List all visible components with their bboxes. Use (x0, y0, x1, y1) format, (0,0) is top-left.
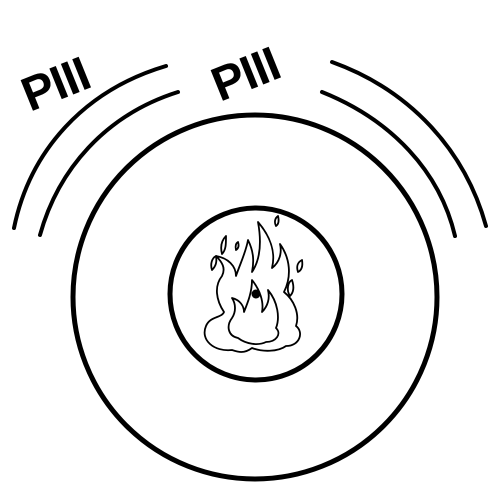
flame-lick-4 (210, 255, 218, 271)
sensor-dot-icon (251, 289, 261, 299)
sound-label-right: PIII (204, 38, 287, 113)
flame-lick-1 (220, 235, 227, 255)
alarm-outer-ring-icon (70, 112, 440, 482)
alarm-inner-ring-icon (167, 205, 345, 383)
flame-outer-outline (203, 221, 301, 353)
sound-wave-inner-right (320, 90, 457, 238)
flame-lick-5 (234, 241, 240, 251)
flame-lick-3 (296, 259, 304, 273)
sound-wave-outer-left (12, 64, 168, 230)
flame-icon (203, 215, 304, 353)
sound-wave-outer-right (330, 60, 488, 228)
sound-waves-right-icon (320, 60, 488, 238)
flame-lick-6 (286, 279, 295, 297)
flame-lick-2 (274, 215, 280, 227)
flame-inner-outline (227, 279, 280, 345)
sound-wave-inner-left (38, 90, 180, 237)
sound-waves-left-icon (12, 64, 180, 237)
